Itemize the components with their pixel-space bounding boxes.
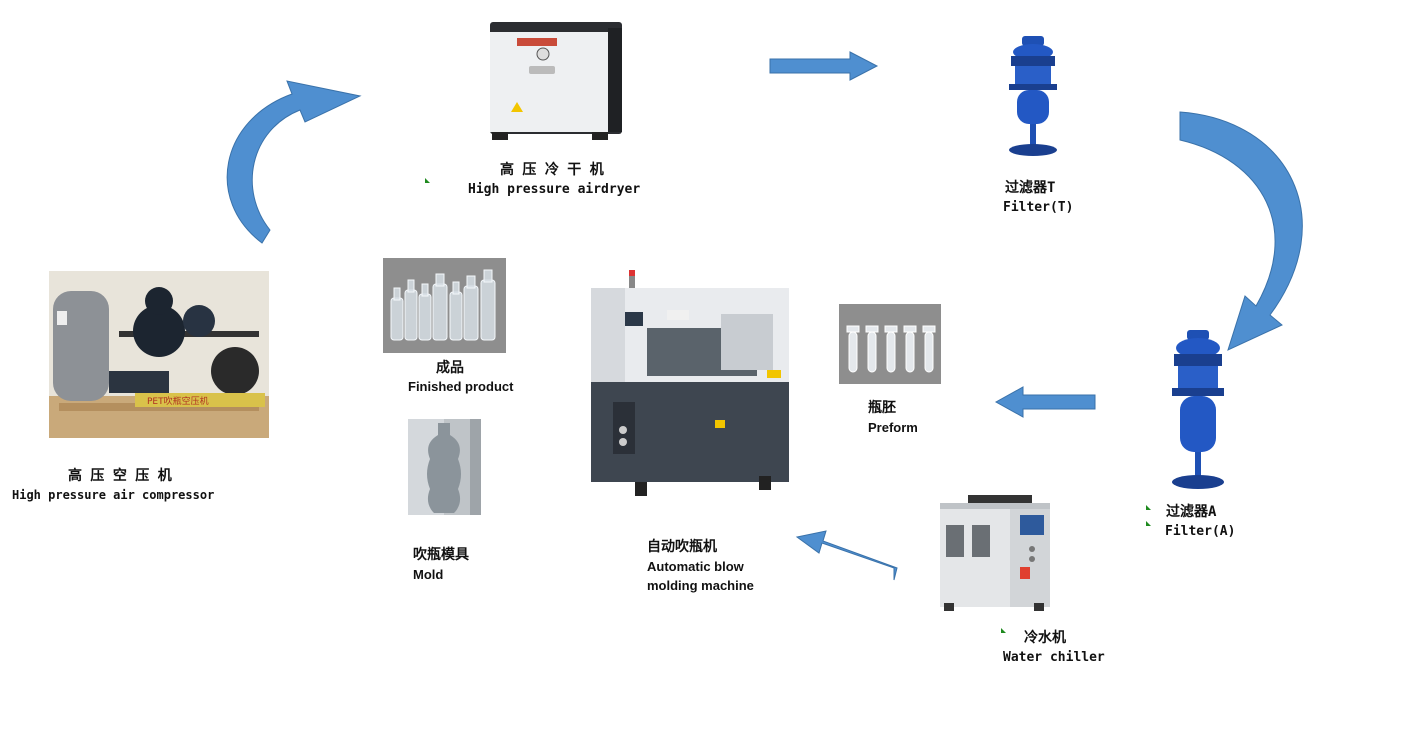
chiller-tick-mark — [1001, 628, 1006, 633]
product-label-zh: 成品 — [436, 359, 464, 375]
filter-t-label-zh: 过滤器T — [1005, 180, 1056, 196]
filter-a-image — [1168, 328, 1228, 492]
compressor-label-zh: 高 压 空 压 机 — [68, 468, 172, 484]
air-dryer-image — [487, 22, 627, 140]
mold-label-zh: 吹瓶模具 — [413, 546, 469, 562]
mold-label-en: Mold — [413, 567, 444, 582]
blow-molding-machine-image — [587, 270, 793, 502]
compressor-label-en: High pressure air compressor — [12, 488, 215, 502]
compressor-image: PET吹瓶空压机 — [49, 271, 269, 438]
product-label-en: Finished product — [408, 379, 514, 394]
compressor-plate-text: PET吹瓶空压机 — [147, 395, 209, 407]
machine-label-zh: 自动吹瓶机 — [647, 538, 717, 554]
preform-icon — [846, 325, 936, 373]
filter-a-tick-mark — [1146, 505, 1151, 510]
blow-molding-machine-icon — [591, 270, 789, 496]
mold-image — [408, 419, 481, 515]
machine-label-en-1: Automatic blow — [647, 559, 744, 574]
filter-t-image — [1005, 34, 1061, 158]
mold-icon — [408, 419, 481, 515]
machine-label-en-2: molding machine — [647, 578, 754, 593]
dryer-tick-mark — [425, 178, 430, 183]
filter-a-label-en: Filter(A) — [1165, 524, 1236, 539]
water-chiller-icon — [940, 495, 1050, 611]
filter-a-tick-mark-2 — [1146, 521, 1151, 526]
water-chiller-image — [938, 493, 1052, 615]
dryer-label-en: High pressure airdryer — [468, 182, 641, 197]
filter-t-label-en: Filter(T) — [1003, 200, 1074, 215]
air-dryer-icon — [490, 22, 622, 140]
preform-label-zh: 瓶胚 — [868, 399, 896, 415]
filter-a-label-zh: 过滤器A — [1166, 504, 1217, 520]
filter-icon — [1172, 330, 1224, 489]
bottles-icon — [390, 269, 496, 341]
dryer-label-zh: 高 压 冷 干 机 — [500, 162, 604, 178]
preform-image — [839, 304, 941, 384]
chiller-label-en: Water chiller — [1003, 650, 1105, 665]
filter-icon — [1009, 36, 1057, 156]
chiller-label-zh: 冷水机 — [1024, 630, 1066, 646]
compressor-icon: PET吹瓶空压机 — [49, 287, 269, 438]
product-image — [383, 258, 506, 353]
preform-label-en: Preform — [868, 420, 918, 435]
